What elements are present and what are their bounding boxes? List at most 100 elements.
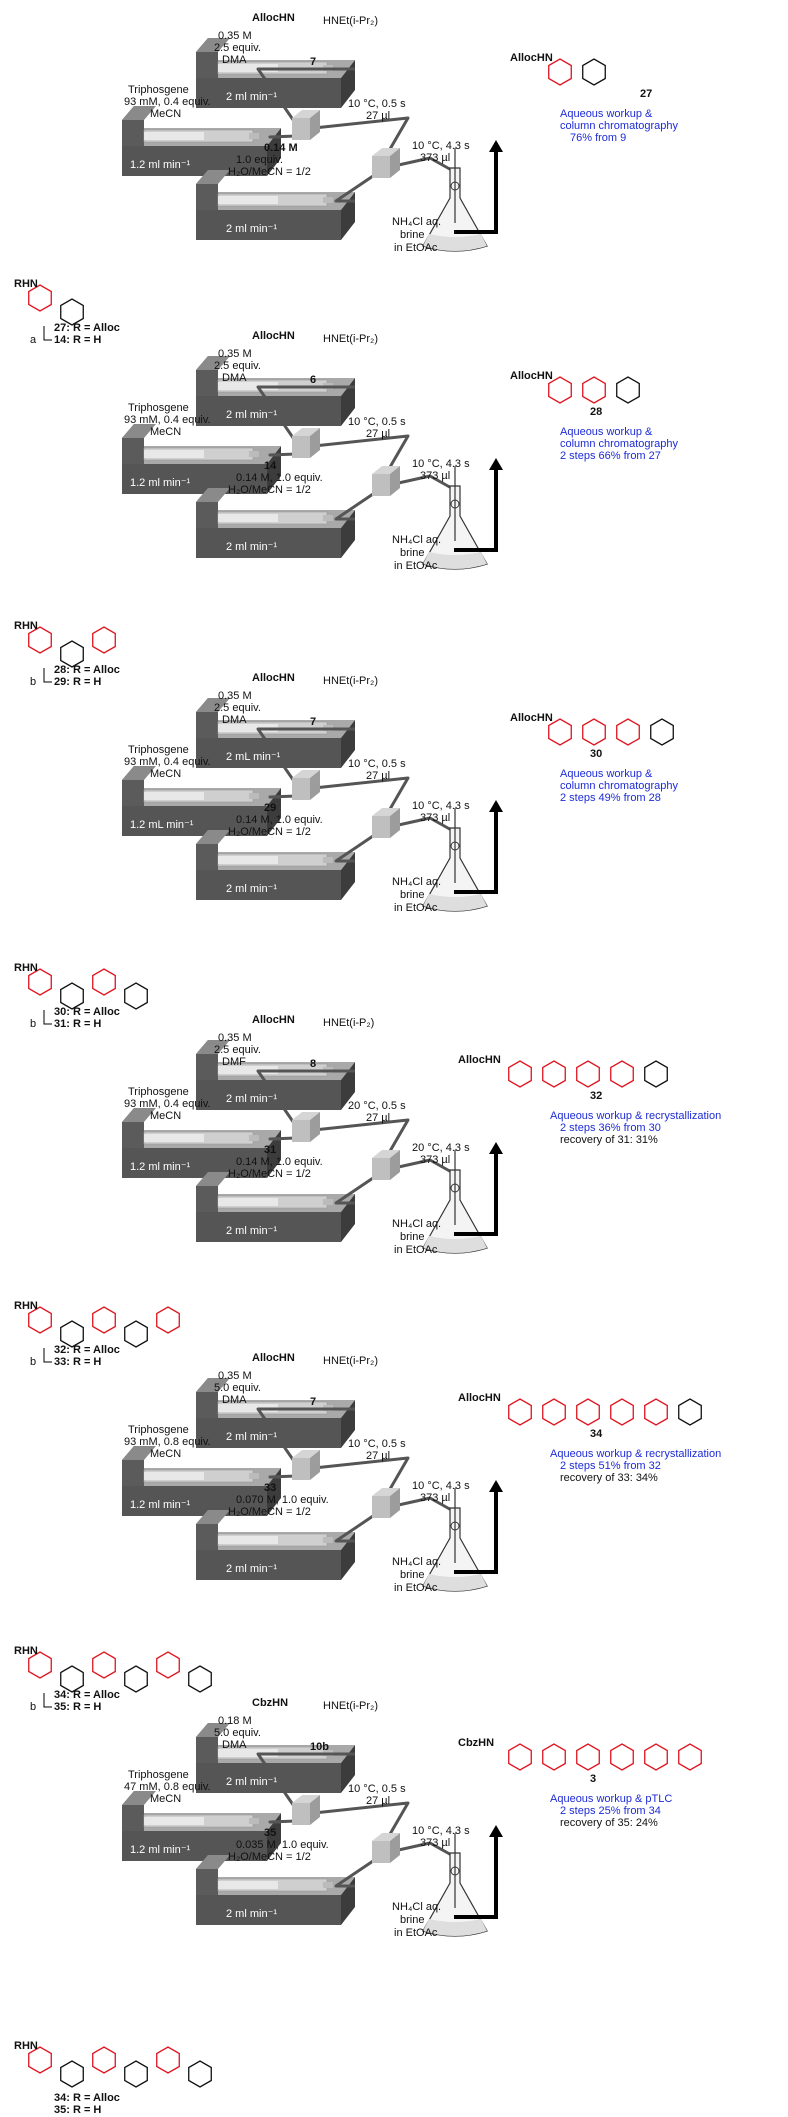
- triphosgene-solvent-4: MeCN: [150, 1110, 181, 1123]
- reactor-1-volume-5: 27 µl: [366, 1450, 390, 1463]
- triphosgene-flow-rate-6: 1.2 ml min⁻¹: [130, 1843, 190, 1856]
- quench-line-2-6: brine: [400, 1914, 424, 1927]
- triphosgene-flow-rate-3: 1.2 mL min⁻¹: [130, 818, 193, 831]
- quench-line-2-2: brine: [400, 547, 424, 560]
- intermediate-arrow-6: [44, 1693, 52, 1707]
- reagent-counterion-1: HNEt(i-Pr₂): [323, 15, 378, 28]
- final-intermediate-ring-2: [61, 2061, 84, 2087]
- tube-d-5: [336, 1514, 376, 1541]
- reagent-number-3: 7: [310, 716, 316, 729]
- triphosgene-solvent-2: MeCN: [150, 426, 181, 439]
- reagent-flow-rate-6: 2 ml min⁻¹: [226, 1775, 277, 1788]
- quench-line-3-2: in EtOAc: [394, 560, 437, 573]
- quench-line-2-5: brine: [400, 1569, 424, 1582]
- reagent-number-1: 7: [310, 56, 316, 69]
- product-ring-3-4: [651, 719, 674, 745]
- reagent-protected-amine-5: AllocHN: [252, 1352, 295, 1365]
- intermediate-ring-6-3: [93, 1652, 116, 1678]
- reactor-2-volume-4: 373 µl: [420, 1154, 450, 1167]
- intermediate-r-group-5: RHN: [14, 1300, 38, 1313]
- reactor-1-volume-3: 27 µl: [366, 770, 390, 783]
- product-ring-6-6: [679, 1744, 702, 1770]
- t-mixer-2-3: [372, 808, 400, 838]
- product-protecting-group-6: CbzHN: [458, 1737, 494, 1750]
- final-label-h: 35: R = H: [54, 2104, 101, 2117]
- reagent-flow-rate-5: 2 ml min⁻¹: [226, 1430, 277, 1443]
- amine-line-3-4: H₂O/MeCN = 1/2: [228, 1168, 311, 1181]
- t-mixer-2-1: [372, 148, 400, 178]
- amine-flow-rate-6: 2 ml min⁻¹: [226, 1907, 277, 1920]
- amine-line-3-6: H₂O/MeCN = 1/2: [228, 1851, 311, 1864]
- amine-flow-rate-4: 2 ml min⁻¹: [226, 1224, 277, 1237]
- intermediate-ring-6-4: [125, 1666, 148, 1692]
- product-ring-3-2: [583, 719, 606, 745]
- amine-flow-rate-2: 2 ml min⁻¹: [226, 540, 277, 553]
- reagent-protected-amine-2: AllocHN: [252, 330, 295, 343]
- reagent-flow-rate-1: 2 ml min⁻¹: [226, 90, 277, 103]
- reactor-2-volume-1: 373 µl: [420, 152, 450, 165]
- intermediate-r-group-6: RHN: [14, 1645, 38, 1658]
- product-number-4: 32: [590, 1090, 602, 1103]
- reagent-flow-rate-4: 2 ml min⁻¹: [226, 1092, 277, 1105]
- t-mixer-1-5: [292, 1450, 320, 1480]
- yield-1: 76% from 9: [570, 132, 626, 145]
- intermediate-step-4: b: [30, 1018, 36, 1031]
- product-number-5: 34: [590, 1428, 602, 1441]
- t-mixer-2-6: [372, 1833, 400, 1863]
- t-mixer-1-4: [292, 1112, 320, 1142]
- reactor-2-volume-6: 373 µl: [420, 1837, 450, 1850]
- tube-d-2: [336, 492, 376, 519]
- tube-d-6: [336, 1859, 376, 1886]
- reagent-flow-rate-3: 2 mL min⁻¹: [226, 750, 280, 763]
- quench-line-1-6: NH₄Cl aq.: [392, 1901, 441, 1914]
- product-ring-2-2: [583, 377, 606, 403]
- reagent-counterion-5: HNEt(i-Pr₂): [323, 1355, 378, 1368]
- product-protecting-group-1: AllocHN: [510, 52, 553, 65]
- t-mixer-2-4: [372, 1150, 400, 1180]
- intermediate-ring-6-5: [157, 1652, 180, 1678]
- product-ring-5-2: [543, 1399, 566, 1425]
- reagent-counterion-3: HNEt(i-Pr₂): [323, 675, 378, 688]
- triphosgene-flow-rate-1: 1.2 ml min⁻¹: [130, 158, 190, 171]
- quench-line-1-5: NH₄Cl aq.: [392, 1556, 441, 1569]
- intermediate-arrow-3: [44, 668, 52, 682]
- intermediate-ring-6-6: [189, 1666, 212, 1692]
- reagent-solvent-2: DMA: [222, 372, 246, 385]
- intermediate-label-h-4: 31: R = H: [54, 1018, 101, 1031]
- intermediate-r-group-4: RHN: [14, 962, 38, 975]
- recovery-6: recovery of 35: 24%: [560, 1817, 658, 1830]
- quench-line-1-2: NH₄Cl aq.: [392, 534, 441, 547]
- quench-line-2-4: brine: [400, 1231, 424, 1244]
- intermediate-step-3: b: [30, 676, 36, 689]
- yield-3: 2 steps 49% from 28: [560, 792, 661, 805]
- amine-line-3-1: H₂O/MeCN = 1/2: [228, 166, 311, 179]
- product-protecting-group-2: AllocHN: [510, 370, 553, 383]
- product-ring-3-3: [617, 719, 640, 745]
- intermediate-ring-5-5: [157, 1307, 180, 1333]
- quench-line-2-3: brine: [400, 889, 424, 902]
- product-ring-6-3: [577, 1744, 600, 1770]
- quench-line-3-4: in EtOAc: [394, 1244, 437, 1257]
- reactor-1-volume-4: 27 µl: [366, 1112, 390, 1125]
- quench-line-3-1: in EtOAc: [394, 242, 437, 255]
- product-ring-6-2: [543, 1744, 566, 1770]
- triphosgene-solvent-6: MeCN: [150, 1793, 181, 1806]
- intermediate-r-group-3: RHN: [14, 620, 38, 633]
- reagent-flow-rate-2: 2 ml min⁻¹: [226, 408, 277, 421]
- reagent-number-6: 10b: [310, 1741, 329, 1754]
- product-number-2: 28: [590, 406, 602, 419]
- intermediate-arrow-2: [44, 326, 52, 340]
- quench-line-3-3: in EtOAc: [394, 902, 437, 915]
- intermediate-step-6: b: [30, 1701, 36, 1714]
- intermediate-ring-4-3: [93, 969, 116, 995]
- final-r-group: RHN: [14, 2040, 38, 2053]
- quench-line-1-1: NH₄Cl aq.: [392, 216, 441, 229]
- tube-d-4: [336, 1176, 376, 1203]
- amine-flow-rate-3: 2 ml min⁻¹: [226, 882, 277, 895]
- product-number-6: 3: [590, 1773, 596, 1786]
- quench-line-3-6: in EtOAc: [394, 1927, 437, 1940]
- reagent-solvent-6: DMA: [222, 1739, 246, 1752]
- reactor-1-volume-1: 27 µl: [366, 110, 390, 123]
- t-mixer-1-1: [292, 110, 320, 140]
- quench-line-1-3: NH₄Cl aq.: [392, 876, 441, 889]
